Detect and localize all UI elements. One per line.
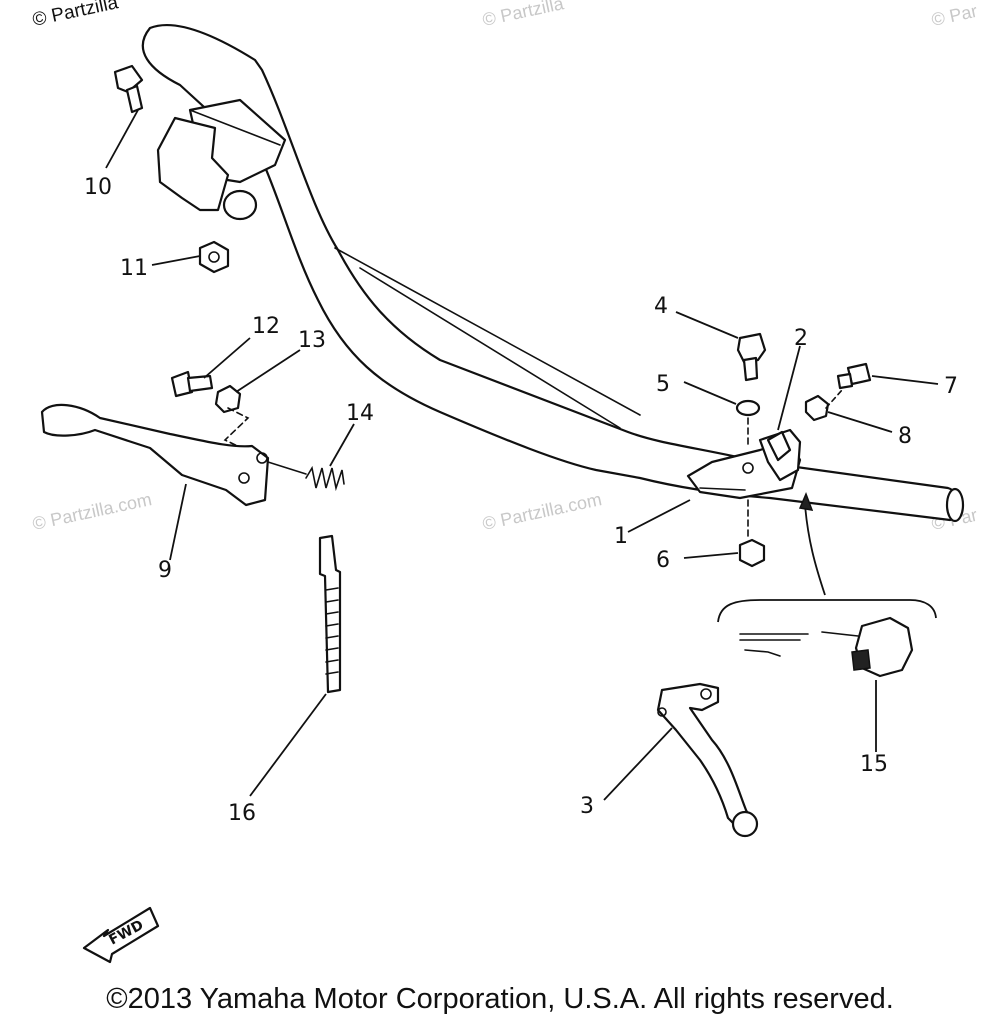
- callout-2: 2: [794, 326, 808, 351]
- leader-9: [169, 483, 187, 561]
- leader-2: [777, 345, 801, 431]
- callout-1: 1: [614, 524, 628, 549]
- leader-1: [627, 499, 691, 533]
- bolt-4: [736, 332, 767, 382]
- spring-14: [267, 461, 345, 492]
- leader-12: [203, 337, 251, 379]
- callout-14: 14: [346, 401, 374, 426]
- leader-8: [827, 411, 893, 433]
- washer-5: [735, 399, 761, 417]
- watermark-mid-left: © Partzilla.com: [31, 489, 154, 534]
- callout-10: 10: [84, 175, 112, 200]
- strap-16: [318, 534, 342, 694]
- screw-7: [836, 362, 872, 390]
- bolt-12: [170, 370, 214, 398]
- watermark-mid-center: © Partzilla.com: [481, 489, 604, 534]
- copyright-footer: ©2013 Yamaha Motor Corporation, U.S.A. A…: [106, 983, 894, 1015]
- callout-16: 16: [228, 801, 256, 826]
- callout-7: 7: [944, 374, 958, 399]
- callout-13: 13: [298, 328, 326, 353]
- leader-3: [603, 727, 673, 801]
- detail-arrow-line: [804, 504, 826, 596]
- leader-10: [105, 109, 139, 169]
- leader-14: [329, 423, 355, 467]
- callout-11: 11: [120, 256, 148, 281]
- watermark-top-left: © Partzilla: [31, 0, 121, 31]
- handlebar: [141, 24, 965, 523]
- nut-11: [198, 240, 230, 274]
- bolt-10: [113, 64, 144, 114]
- callout-5: 5: [656, 372, 670, 397]
- nut-8: [804, 394, 830, 422]
- lever-9: [40, 403, 270, 507]
- leader-11: [151, 255, 201, 266]
- fwd-arrow: FWD: [82, 906, 160, 964]
- nut-6: [738, 538, 766, 568]
- callout-8: 8: [898, 424, 912, 449]
- nut-13: [214, 384, 242, 414]
- leader-16: [249, 693, 327, 797]
- lever-3: [656, 682, 759, 838]
- clamp-2: [766, 430, 792, 462]
- callout-15: 15: [860, 752, 888, 777]
- watermark-top-center: © Partzilla: [481, 0, 567, 30]
- switch-15: [739, 616, 914, 678]
- callout-4: 4: [654, 294, 668, 319]
- callout-3: 3: [580, 794, 594, 819]
- callout-6: 6: [656, 548, 670, 573]
- leader-7: [871, 375, 939, 385]
- leader-5: [683, 381, 737, 405]
- watermark-top-right: © Par: [930, 1, 979, 30]
- leader-6: [683, 552, 739, 559]
- screw-axis-line: [825, 389, 843, 409]
- leader-4: [675, 311, 739, 339]
- assembly-dashed-line: [223, 407, 251, 453]
- detail-bracket: [717, 599, 937, 623]
- detail-arrow-head: [798, 491, 814, 511]
- callout-12: 12: [252, 314, 280, 339]
- master-cylinder: [156, 98, 287, 221]
- leader-13: [235, 349, 301, 393]
- callout-9: 9: [158, 558, 172, 583]
